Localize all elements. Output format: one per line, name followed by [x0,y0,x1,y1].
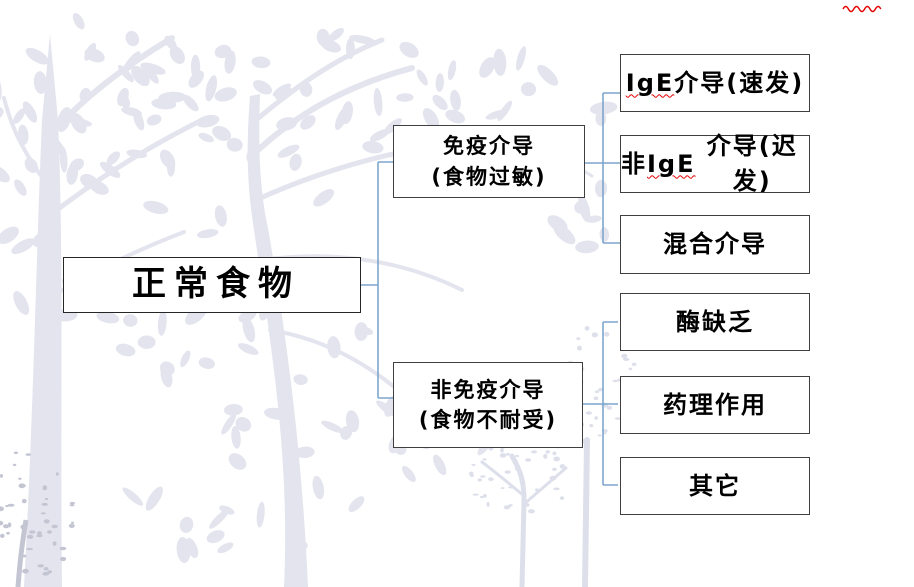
mixed-mediated-label: 混合介导 [663,230,767,259]
ige-text-spellcheck: IgE [625,68,675,97]
non-immune-branch-node: 非免疫介导 (食物不耐受) [393,362,583,448]
connector-nonimmune-to-children [583,321,618,486]
mixed-mediated-node: 混合介导 [620,215,810,274]
enzyme-deficiency-label: 酶缺乏 [676,307,754,336]
immune-branch-line1: 免疫介导 [443,134,535,159]
enzyme-deficiency-node: 酶缺乏 [620,293,810,351]
connector-root-to-branches [361,161,393,399]
immune-branch-node: 免疫介导 (食物过敏) [393,125,585,198]
other-node: 其它 [620,457,810,515]
ige-text-spellcheck: IgE [647,149,696,178]
non-immune-branch-line1: 非免疫介导 [430,377,546,402]
root-node-normal-food: 正常食物 [63,257,361,313]
non-ige-prefix: 非 [621,149,647,178]
pharmacological-effect-label: 药理作用 [663,390,767,419]
non-immune-branch-line2: (食物不耐受) [418,408,558,432]
connector-immune-to-children [585,92,620,244]
red-squiggle-icon [842,5,882,13]
immune-branch-line2: (食物过敏) [431,164,547,189]
ige-suffix: 介导(速发) [674,68,805,97]
root-node-label: 正常食物 [132,264,300,305]
non-ige-suffix: 介导(迟发) [706,132,798,195]
pharmacological-effect-node: 药理作用 [620,376,810,434]
other-label: 其它 [689,471,741,500]
